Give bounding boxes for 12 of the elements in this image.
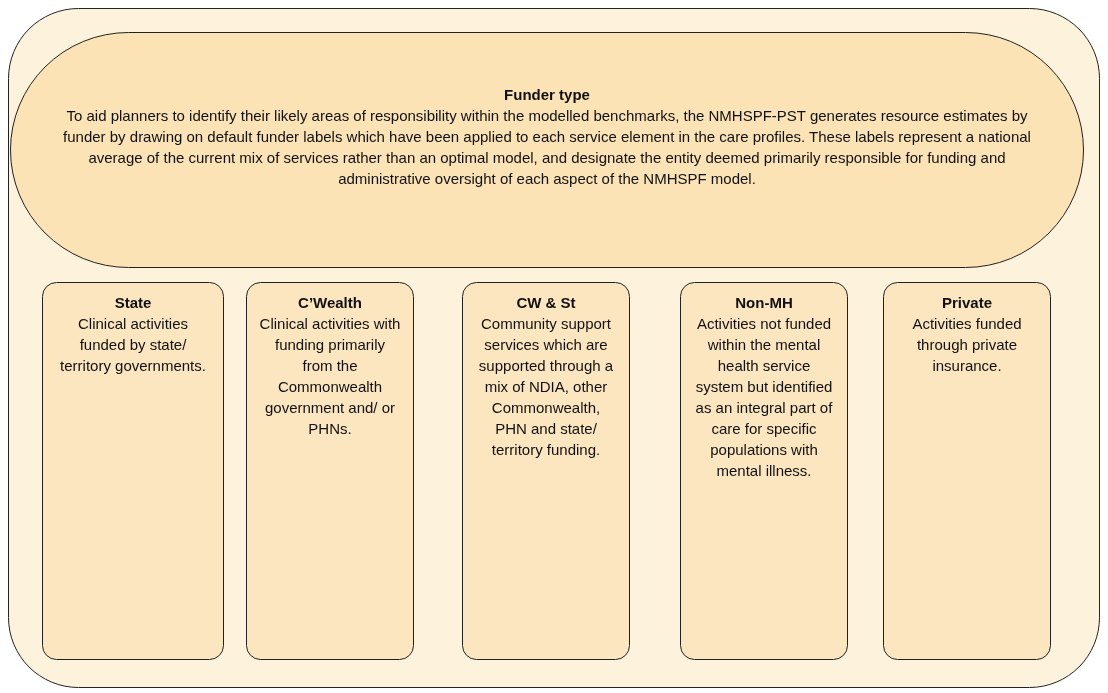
description: Community support services which are supported through a mix of NDIA, other Commonwealth, PHN and state/ territory funding. [477, 314, 615, 460]
description: Activities not funded within the mental health service system but identified as an integral part of care for specific populations with mental illness. [694, 314, 834, 481]
heading: C’Wealth [297, 293, 363, 313]
description: To aid planners to identify their likely areas of responsibility within the modelled benchmarks, the NMHSPF-PST generates resource estimates by funder by drawing on default funder labels which have been applied to each service element in the care profiles. These labels represent a national average of the current mix of services rather than an optimal model, and designate the entity deemed primarily responsible for funding and administrative oversight of each aspect of the NMHSPF model. [62, 106, 1032, 189]
heading: State [113, 293, 153, 313]
description: Clinical activities with funding primarily from the Commonwealth government and/ or PHNs. [258, 314, 402, 439]
heading: Non-MH [734, 293, 794, 313]
heading: Funder type [503, 85, 591, 105]
description: Clinical activities funded by state/ territory governments. [59, 314, 207, 376]
heading: Private [940, 293, 993, 313]
description: Activities funded through private insurance. [911, 314, 1023, 376]
heading: CW & St [515, 293, 577, 313]
